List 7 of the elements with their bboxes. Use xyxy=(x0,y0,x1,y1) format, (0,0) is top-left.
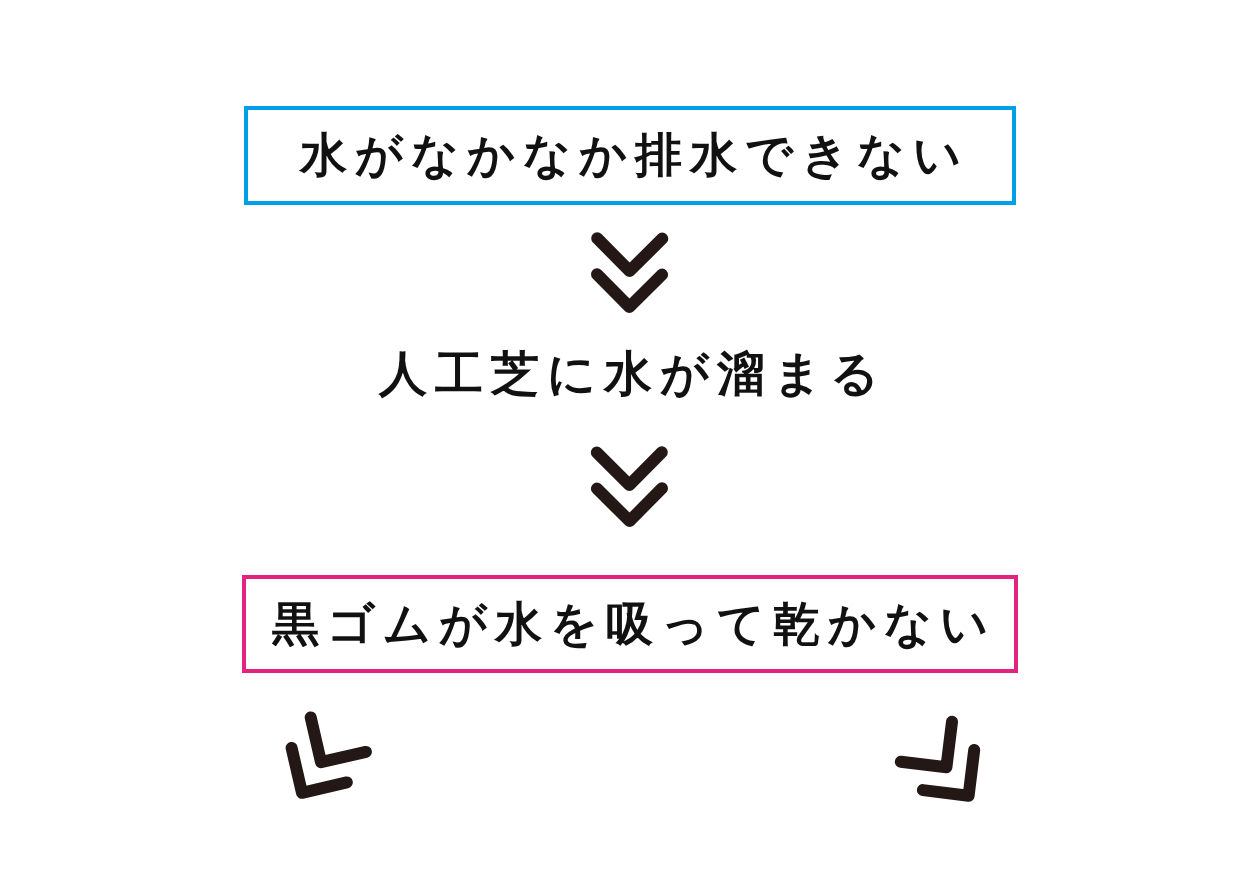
box-label: 水がなかなか排水できない xyxy=(298,127,969,184)
problem-box xyxy=(244,106,1016,205)
step-text: 人工芝に水が溜まる xyxy=(360,343,898,405)
chevron-arrow xyxy=(590,446,668,527)
problem-box xyxy=(242,575,1018,673)
chevron-arrow xyxy=(591,232,669,313)
box-label: 黒ゴムが水を吸って乾かない xyxy=(271,595,996,653)
